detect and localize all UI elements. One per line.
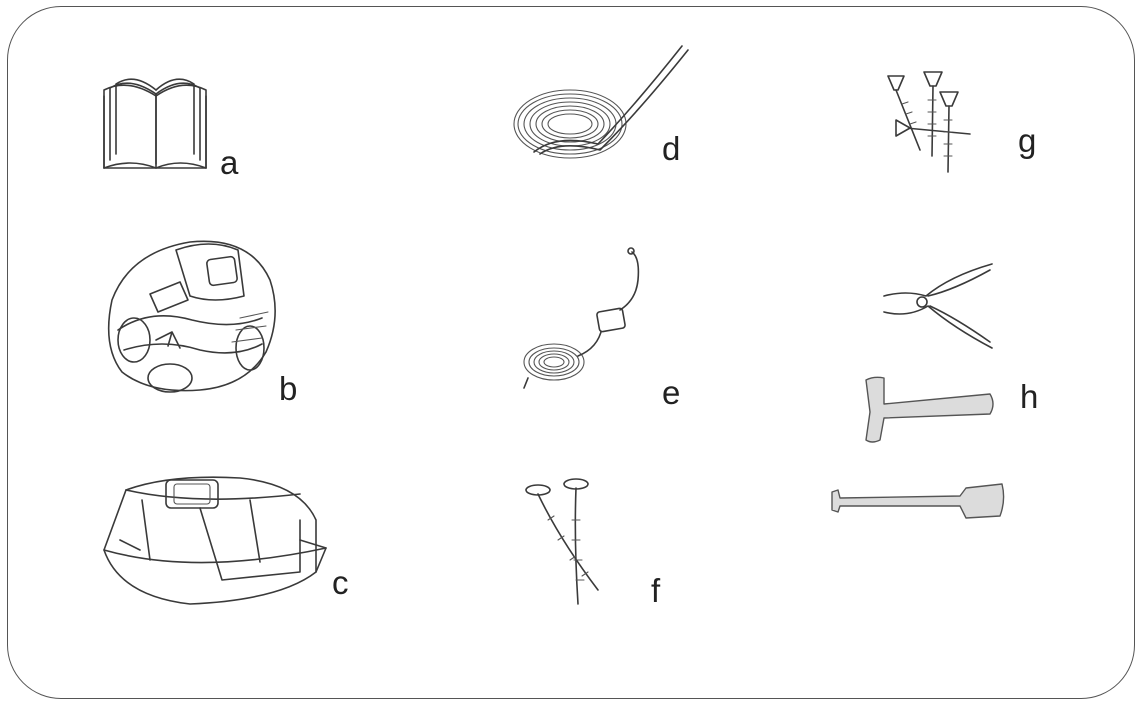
boundary-wire-coil-icon	[513, 45, 689, 159]
charging-station-icon	[103, 476, 327, 605]
label-a: a	[220, 144, 239, 181]
pliers-icon	[883, 263, 993, 349]
hammer-icon	[865, 376, 994, 443]
label-f: f	[651, 572, 661, 609]
robot-mower-icon	[107, 240, 276, 393]
label-e: e	[662, 374, 681, 411]
label-d: d	[662, 130, 681, 167]
label-g: g	[1018, 122, 1037, 159]
package-contents-frame	[7, 6, 1135, 699]
label-c: c	[332, 564, 349, 601]
spade-icon	[831, 483, 1005, 519]
manual-book-icon	[103, 78, 207, 169]
label-h: h	[1020, 378, 1039, 415]
power-adapter-icon	[523, 247, 640, 389]
screws-icon	[887, 71, 971, 173]
label-b: b	[279, 370, 298, 407]
ground-pegs-icon	[525, 478, 599, 605]
